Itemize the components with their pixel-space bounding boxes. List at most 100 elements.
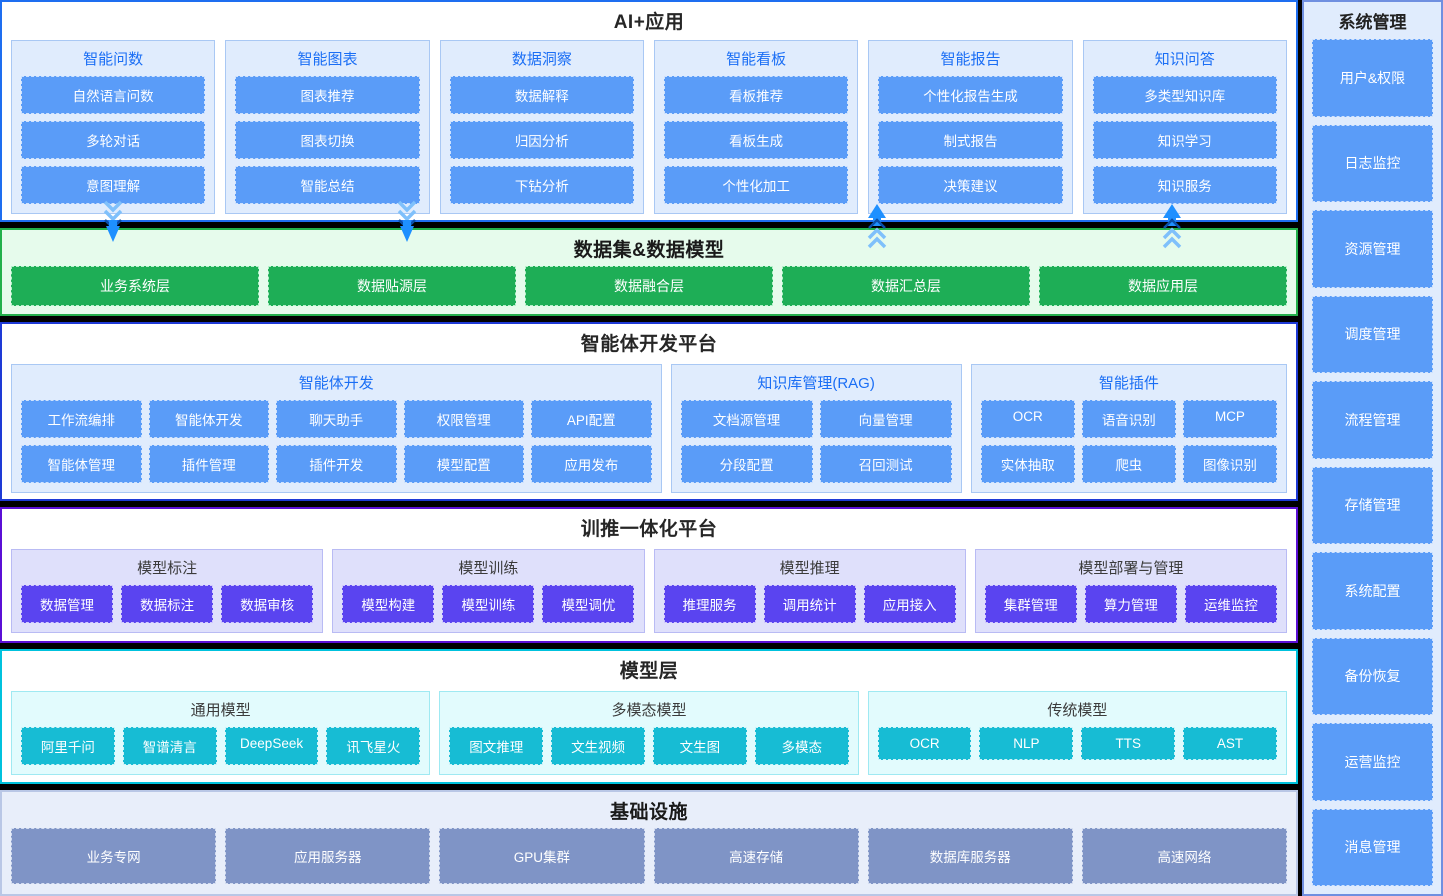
chip-model-tuning[interactable]: 模型调优 xyxy=(542,585,635,623)
chip-database-server[interactable]: 数据库服务器 xyxy=(867,828,1073,884)
group-model-inference[interactable]: 模型推理 推理服务 调用统计 应用接入 xyxy=(653,549,966,633)
sidebar-item-schedule-management[interactable]: 调度管理 xyxy=(1312,295,1433,373)
chip-agent-development[interactable]: 智能体开发 xyxy=(148,400,269,438)
chip-decision-advice[interactable]: 决策建议 xyxy=(878,166,1063,204)
sidebar-item-users-permissions[interactable]: 用户&权限 xyxy=(1312,39,1433,117)
chip-iflytek-spark[interactable]: 讯飞星火 xyxy=(326,727,421,765)
chip-drilldown-analysis[interactable]: 下钻分析 xyxy=(449,166,634,204)
chip-standard-report[interactable]: 制式报告 xyxy=(878,121,1063,159)
chip-chart-switch[interactable]: 图表切换 xyxy=(235,121,420,159)
chip-model-config[interactable]: 模型配置 xyxy=(403,445,525,483)
group-data-insight[interactable]: 数据洞察 数据解释 归因分析 下钻分析 xyxy=(439,40,644,214)
chip-ocr-model[interactable]: OCR xyxy=(877,727,972,760)
group-agent-development[interactable]: 智能体开发 工作流编排 智能体开发 聊天助手 权限管理 API配置 智能体管理 … xyxy=(11,364,662,493)
chip-high-speed-storage[interactable]: 高速存储 xyxy=(653,828,859,884)
chip-call-statistics[interactable]: 调用统计 xyxy=(763,585,856,623)
group-intelligent-dashboard[interactable]: 智能看板 看板推荐 看板生成 个性化加工 xyxy=(653,40,859,214)
sidebar-item-process-management[interactable]: 流程管理 xyxy=(1312,381,1433,459)
chip-multimodal[interactable]: 多模态 xyxy=(754,727,849,765)
group-traditional-models[interactable]: 传统模型 OCR NLP TTS AST xyxy=(867,691,1287,775)
chip-app-access[interactable]: 应用接入 xyxy=(863,585,956,623)
chip-application-server[interactable]: 应用服务器 xyxy=(225,828,431,884)
chip-dashboard-generate[interactable]: 看板生成 xyxy=(663,121,849,159)
chip-personalized-report[interactable]: 个性化报告生成 xyxy=(878,76,1063,114)
chip-image-text-reasoning[interactable]: 图文推理 xyxy=(449,727,544,765)
chip-app-publish[interactable]: 应用发布 xyxy=(531,445,652,483)
chip-cluster-management[interactable]: 集群管理 xyxy=(984,585,1077,623)
chip-knowledge-service[interactable]: 知识服务 xyxy=(1092,166,1277,204)
chip-entity-extraction[interactable]: 实体抽取 xyxy=(980,445,1075,483)
group-model-training[interactable]: 模型训练 模型构建 模型训练 模型调优 xyxy=(332,549,645,633)
chip-inference-service[interactable]: 推理服务 xyxy=(663,585,756,623)
chip-tts-model[interactable]: TTS xyxy=(1081,727,1176,760)
sidebar-item-resource-management[interactable]: 资源管理 xyxy=(1312,210,1433,288)
sidebar-item-message-management[interactable]: 消息管理 xyxy=(1312,808,1433,886)
chip-chart-recommend[interactable]: 图表推荐 xyxy=(235,76,420,114)
sidebar-item-backup-recovery[interactable]: 备份恢复 xyxy=(1312,637,1433,715)
chip-data-source-layer[interactable]: 数据贴源层 xyxy=(268,266,516,306)
chip-model-build[interactable]: 模型构建 xyxy=(342,585,435,623)
group-knowledge-qa[interactable]: 知识问答 多类型知识库 知识学习 知识服务 xyxy=(1082,40,1287,214)
chip-agent-management[interactable]: 智能体管理 xyxy=(21,445,142,483)
chip-chunk-config[interactable]: 分段配置 xyxy=(680,445,813,483)
chip-data-fusion-layer[interactable]: 数据融合层 xyxy=(525,266,773,306)
chip-business-system-layer[interactable]: 业务系统层 xyxy=(11,266,259,306)
chip-nl-query[interactable]: 自然语言问数 xyxy=(21,76,206,114)
chip-workflow-orchestration[interactable]: 工作流编排 xyxy=(21,400,142,438)
chip-qwen[interactable]: 阿里千问 xyxy=(21,727,115,765)
chip-ops-monitoring[interactable]: 运维监控 xyxy=(1184,585,1277,623)
chip-api-config[interactable]: API配置 xyxy=(531,400,652,438)
chip-deepseek[interactable]: DeepSeek xyxy=(224,727,319,765)
chip-plugin-development[interactable]: 插件开发 xyxy=(276,445,397,483)
chip-ast-model[interactable]: AST xyxy=(1183,727,1277,760)
group-title: 智能插件 xyxy=(1098,375,1159,392)
chip-recall-test[interactable]: 召回测试 xyxy=(819,445,952,483)
chip-permission-management[interactable]: 权限管理 xyxy=(403,400,525,438)
chip-ocr-plugin[interactable]: OCR xyxy=(980,400,1075,438)
group-general-models[interactable]: 通用模型 阿里千问 智谱清言 DeepSeek 讯飞星火 xyxy=(11,691,431,775)
chip-data-application-layer[interactable]: 数据应用层 xyxy=(1039,266,1287,306)
chip-model-train[interactable]: 模型训练 xyxy=(442,585,535,623)
chip-text-to-image[interactable]: 文生图 xyxy=(652,727,747,765)
chip-image-recognition[interactable]: 图像识别 xyxy=(1182,445,1277,483)
chip-data-review[interactable]: 数据审核 xyxy=(221,585,314,623)
group-knowledge-base-rag[interactable]: 知识库管理(RAG) 文档源管理 向量管理 分段配置 召回测试 xyxy=(670,364,962,493)
chip-data-explain[interactable]: 数据解释 xyxy=(449,76,634,114)
chip-nlp-model[interactable]: NLP xyxy=(979,727,1074,760)
chip-document-source-management[interactable]: 文档源管理 xyxy=(680,400,813,438)
chip-compute-management[interactable]: 算力管理 xyxy=(1084,585,1177,623)
chip-intent-understanding[interactable]: 意图理解 xyxy=(21,166,206,204)
group-intelligent-report[interactable]: 智能报告 个性化报告生成 制式报告 决策建议 xyxy=(868,40,1073,214)
sidebar-item-storage-management[interactable]: 存储管理 xyxy=(1312,466,1433,544)
chip-data-management[interactable]: 数据管理 xyxy=(21,585,114,623)
group-intelligent-query[interactable]: 智能问数 自然语言问数 多轮对话 意图理解 xyxy=(11,40,216,214)
chip-data-summary-layer[interactable]: 数据汇总层 xyxy=(782,266,1030,306)
chip-gpu-cluster[interactable]: GPU集群 xyxy=(439,828,645,884)
chip-web-crawler[interactable]: 爬虫 xyxy=(1081,445,1176,483)
chip-dashboard-recommend[interactable]: 看板推荐 xyxy=(663,76,849,114)
group-model-annotation[interactable]: 模型标注 数据管理 数据标注 数据审核 xyxy=(11,549,324,633)
chip-multiturn-dialog[interactable]: 多轮对话 xyxy=(21,121,206,159)
chip-personalized-processing[interactable]: 个性化加工 xyxy=(663,166,849,204)
group-intelligent-chart[interactable]: 智能图表 图表推荐 图表切换 智能总结 xyxy=(225,40,430,214)
chip-data-annotation[interactable]: 数据标注 xyxy=(121,585,214,623)
group-model-deployment[interactable]: 模型部署与管理 集群管理 算力管理 运维监控 xyxy=(974,549,1287,633)
chip-knowledge-learning[interactable]: 知识学习 xyxy=(1092,121,1277,159)
chip-smart-summary[interactable]: 智能总结 xyxy=(235,166,420,204)
chip-multitype-kb[interactable]: 多类型知识库 xyxy=(1092,76,1277,114)
chip-zhipu-chatglm[interactable]: 智谱清言 xyxy=(122,727,217,765)
chip-speech-recognition[interactable]: 语音识别 xyxy=(1081,400,1176,438)
chip-business-private-network[interactable]: 业务专网 xyxy=(11,828,217,884)
sidebar-item-system-config[interactable]: 系统配置 xyxy=(1312,552,1433,630)
chip-vector-management[interactable]: 向量管理 xyxy=(819,400,952,438)
sidebar-item-operation-monitoring[interactable]: 运营监控 xyxy=(1312,723,1433,801)
chip-high-speed-network[interactable]: 高速网络 xyxy=(1081,828,1288,884)
chip-chat-assistant[interactable]: 聊天助手 xyxy=(276,400,397,438)
group-multimodal-models[interactable]: 多模态模型 图文推理 文生视频 文生图 多模态 xyxy=(439,691,859,775)
chip-mcp[interactable]: MCP xyxy=(1182,400,1277,438)
group-intelligent-plugins[interactable]: 智能插件 OCR 语音识别 MCP 实体抽取 爬虫 图像识别 xyxy=(970,364,1287,493)
sidebar-item-log-monitoring[interactable]: 日志监控 xyxy=(1312,124,1433,202)
chip-text-to-video[interactable]: 文生视频 xyxy=(551,727,645,765)
chip-attribution-analysis[interactable]: 归因分析 xyxy=(449,121,634,159)
chip-plugin-management[interactable]: 插件管理 xyxy=(148,445,269,483)
